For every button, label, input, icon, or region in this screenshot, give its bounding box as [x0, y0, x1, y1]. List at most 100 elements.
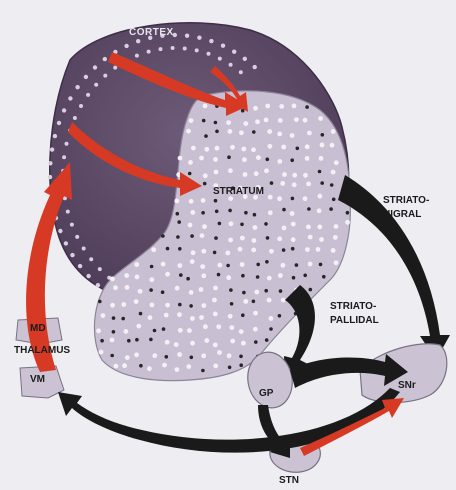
md-label: MD [30, 323, 46, 334]
vm-label: VM [30, 374, 45, 385]
striatum-light-dot [282, 226, 287, 231]
striatum-dark-dot [188, 172, 192, 176]
striatum-light-dot [122, 363, 127, 368]
striatum-dark-dot [228, 366, 232, 370]
striatum-light-dot [277, 132, 282, 137]
cortex-dot [73, 116, 77, 120]
striatum-light-dot [320, 143, 325, 148]
striatum-light-dot [303, 118, 308, 123]
striatum-light-dot [190, 316, 195, 321]
striatum-light-dot [175, 367, 180, 372]
striatum-dark-dot [278, 314, 282, 318]
striatum-light-dot [254, 290, 259, 295]
striatum-light-dot [161, 262, 166, 267]
striatum-light-dot [241, 341, 246, 346]
striatum-dark-dot [303, 274, 307, 278]
striatum-dark-dot [186, 277, 190, 281]
snr-label: SNr [398, 380, 416, 391]
cortex-dot [185, 34, 189, 38]
striatum-light-dot [334, 160, 339, 165]
striatum-light-dot [191, 250, 196, 255]
striatum-light-dot [277, 159, 282, 164]
striatum-light-dot [238, 247, 243, 252]
striatum-dark-dot [178, 303, 182, 307]
striatum-dark-dot [290, 158, 294, 162]
cortex-dot [98, 267, 102, 271]
striatum-dark-dot [320, 181, 324, 185]
striatum-dark-dot [282, 248, 286, 252]
striatum-dark-dot [240, 223, 244, 227]
striatum-light-dot [251, 248, 256, 253]
striatum-dark-dot [176, 212, 180, 216]
striatum-dark-dot [98, 300, 102, 304]
striatum-light-dot [306, 225, 311, 230]
striatum-light-dot [165, 272, 170, 277]
striatum-light-dot [199, 287, 204, 292]
striatum-light-dot [178, 156, 183, 161]
cortex-dot [62, 108, 66, 112]
striatum-light-dot [267, 276, 272, 281]
striatum-light-dot [226, 275, 231, 280]
striatum-light-dot [242, 157, 247, 162]
striatum-light-dot [189, 199, 194, 204]
striatum-dark-dot [112, 330, 116, 334]
striatum-light-dot [186, 364, 191, 369]
striatum-dark-dot [214, 236, 218, 240]
striatum-light-dot [134, 352, 139, 357]
cortex-dot [86, 93, 90, 97]
cortex-dot [147, 50, 151, 54]
striatum-dark-dot [135, 338, 139, 342]
striatum-dark-dot [201, 211, 205, 215]
striatum-light-dot [267, 298, 272, 303]
striatum-dark-dot [291, 247, 295, 251]
striatum-light-dot [277, 236, 282, 241]
cortex-dot [62, 155, 66, 159]
cortex-dot [75, 235, 79, 239]
cortex-dot [58, 229, 62, 233]
striatum-light-dot [136, 324, 141, 329]
striatum-light-dot [264, 118, 269, 123]
striatum-light-dot [212, 298, 217, 303]
striatum-light-dot [110, 303, 115, 308]
striatum-light-dot [138, 289, 143, 294]
striatum-light-dot [113, 285, 118, 290]
striatum-dark-dot [266, 158, 270, 162]
striatum-light-dot [187, 328, 192, 333]
striatum-dark-dot [177, 220, 181, 224]
striatum-dark-dot [230, 302, 234, 306]
cortex-label: CORTEX [129, 27, 174, 38]
striatum-dark-dot [161, 290, 165, 294]
striatum-dark-dot [127, 339, 131, 343]
striatum-light-dot [330, 143, 335, 148]
cortex-dot [253, 65, 257, 69]
striatum-light-dot [331, 129, 336, 134]
cortex-dot [229, 63, 233, 67]
striatum-dark-dot [239, 363, 243, 367]
striatum-dark-dot [139, 364, 143, 368]
striatum-light-dot [303, 196, 308, 201]
striatum-light-dot [303, 173, 308, 178]
striatum-light-dot [188, 160, 193, 165]
striatum-light-dot [134, 299, 139, 304]
striatum-light-dot [292, 182, 297, 187]
striatum-light-dot [186, 129, 191, 134]
striatum-light-dot [201, 273, 206, 278]
striatum-light-dot [307, 131, 312, 136]
striatum-dark-dot [256, 275, 260, 279]
stn-label: STN [279, 475, 299, 486]
striatum-light-dot [305, 247, 310, 252]
cortex-dot [75, 85, 79, 89]
striatum-light-dot [305, 156, 310, 161]
striatum-light-dot [214, 170, 219, 175]
striatum-light-dot [188, 223, 193, 228]
striatum-dark-dot [201, 369, 205, 373]
cortex-dot [70, 223, 74, 227]
striatum-dark-dot [227, 155, 231, 159]
striatum-light-dot [125, 285, 130, 290]
striatum-dark-dot [305, 105, 309, 109]
striatum-dark-dot [252, 130, 256, 134]
cortex-dot [57, 121, 61, 125]
striatum-light-dot [213, 157, 218, 162]
striatum-light-dot [227, 353, 232, 358]
